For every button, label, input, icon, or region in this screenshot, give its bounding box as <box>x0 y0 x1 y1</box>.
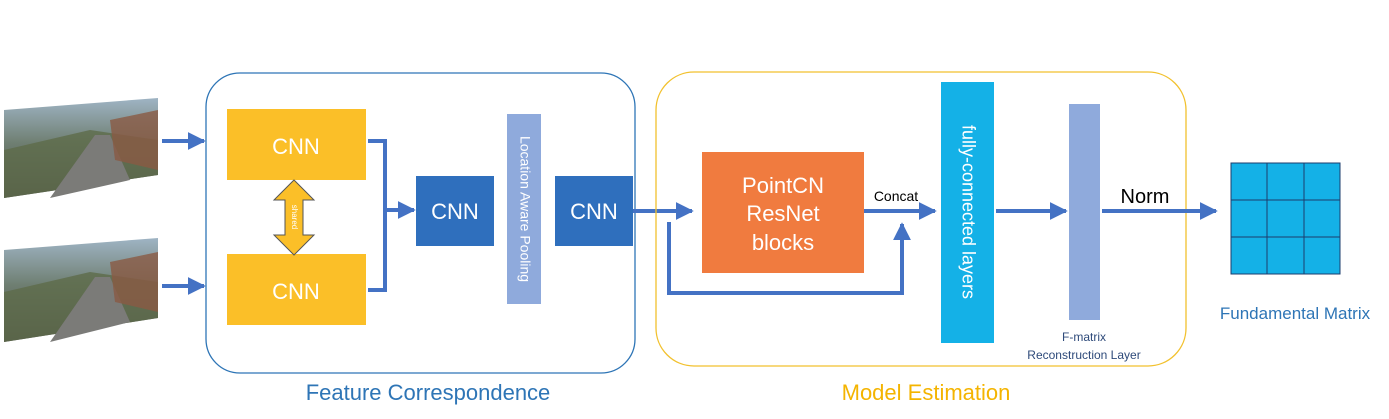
cnn-bottom-label: CNN <box>272 279 320 304</box>
pointcn-label-line3: blocks <box>752 230 814 255</box>
connector-cnn-top <box>368 139 387 210</box>
skip-connection-arrow <box>667 222 911 295</box>
model-estimation-caption: Model Estimation <box>842 380 1011 405</box>
cnn-merge-block <box>416 176 494 246</box>
shared-label: shared <box>290 205 299 229</box>
fmatrix-label-line2: Reconstruction Layer <box>1027 348 1140 362</box>
feature-correspondence-box <box>205 72 636 374</box>
connector-cnn-bottom <box>368 210 387 292</box>
cnn-merge-label: CNN <box>431 199 479 224</box>
cnn-after-pool-block <box>555 176 633 246</box>
input-image-right <box>4 238 158 342</box>
pooling-block <box>507 114 541 304</box>
fundamental-matrix-caption: Fundamental Matrix <box>1220 304 1371 323</box>
concat-label: Concat <box>874 188 918 204</box>
model-estimation-box <box>655 71 1187 367</box>
cnn-bottom-block <box>227 254 366 325</box>
norm-label: Norm <box>1121 186 1170 208</box>
fc-layers-block <box>941 82 994 343</box>
fundamental-matrix-grid <box>1230 162 1341 275</box>
input-image-left <box>4 98 158 198</box>
pointcn-label-line1: PointCN <box>742 173 824 198</box>
pointcn-label-line2: ResNet <box>746 201 819 226</box>
pointcn-block <box>702 152 864 273</box>
fmatrix-layer-block <box>1069 104 1100 320</box>
shared-double-arrow <box>272 179 316 256</box>
fc-layers-label: fully-connected layers <box>958 125 978 299</box>
cnn-after-pool-label: CNN <box>570 199 618 224</box>
fmatrix-label-line1: F-matrix <box>1062 330 1106 344</box>
cnn-top-block <box>227 109 366 180</box>
cnn-top-label: CNN <box>272 134 320 159</box>
feature-correspondence-caption: Feature Correspondence <box>306 380 551 405</box>
pooling-label: Location Aware Pooling <box>517 136 533 282</box>
